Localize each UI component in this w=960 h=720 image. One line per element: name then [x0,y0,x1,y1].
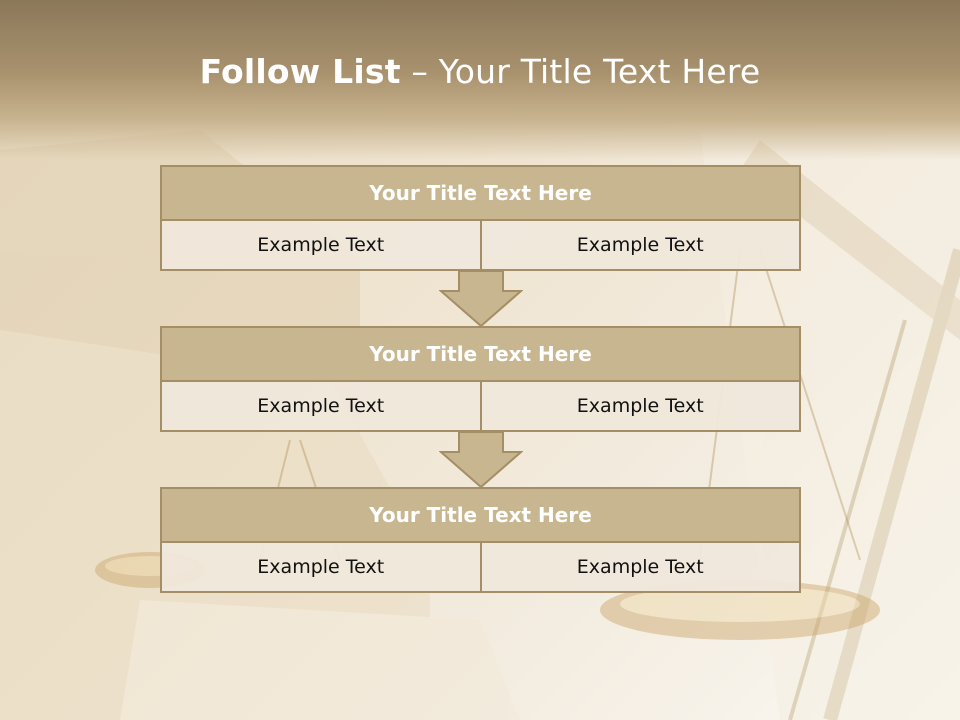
down-arrow-icon [439,432,523,488]
slide-title-bold: Follow List [199,52,401,91]
list-row-2: Your Title Text Here Example Text Exampl… [160,326,801,432]
list-row-3: Your Title Text Here Example Text Exampl… [160,487,801,593]
slide-title: Follow List – Your Title Text Here [0,52,960,91]
row-2-title: Your Title Text Here [160,326,801,382]
row-1-cell-right: Example Text [481,221,801,271]
slide-title-rest: – Your Title Text Here [400,52,761,91]
row-1-title: Your Title Text Here [160,165,801,221]
row-3-cell-left: Example Text [160,543,482,593]
row-3-cell-right: Example Text [481,543,801,593]
list-row-1: Your Title Text Here Example Text Exampl… [160,165,801,271]
header-band [0,0,960,160]
row-1-cell-left: Example Text [160,221,482,271]
down-arrow-icon [439,271,523,327]
row-3-title: Your Title Text Here [160,487,801,543]
row-2-cell-right: Example Text [481,382,801,432]
row-2-cell-left: Example Text [160,382,482,432]
